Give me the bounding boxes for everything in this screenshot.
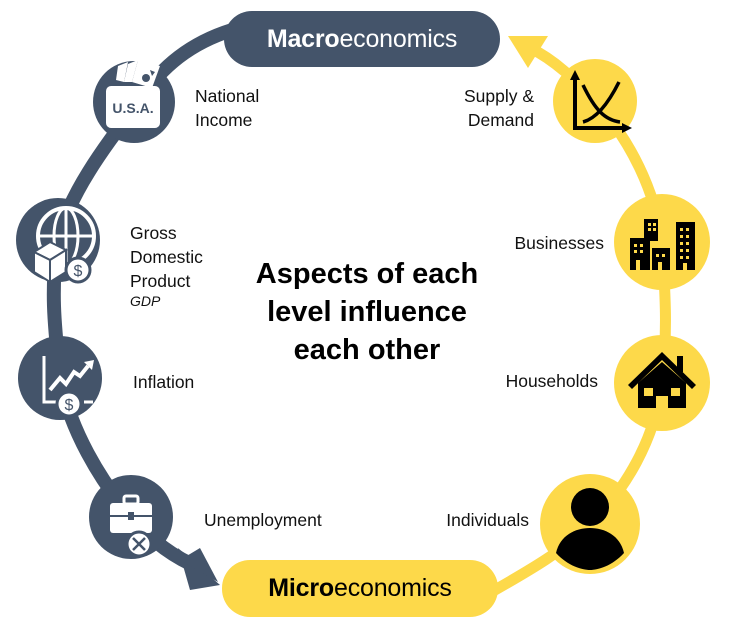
micro-rest-text: economics xyxy=(333,574,452,602)
supply-demand-chart-icon xyxy=(570,70,632,133)
individuals-node xyxy=(540,474,640,574)
svg-text:$: $ xyxy=(74,263,83,280)
gdp-label-group: Gross Domestic Product GDP xyxy=(130,197,203,333)
rising-chart-dollar-icon: $ xyxy=(42,356,94,418)
households-label: Households xyxy=(505,371,598,391)
businesses-label: Businesses xyxy=(514,233,605,253)
national-income-label: National Income xyxy=(195,86,260,130)
unemployment-label: Unemployment xyxy=(204,510,322,530)
micro-bold-text: Micro xyxy=(268,574,334,602)
supply-demand-label: Supply & Demand xyxy=(463,86,534,130)
macro-arrow-head-fill xyxy=(180,548,218,582)
house-icon xyxy=(628,352,696,408)
globe-box-dollar-icon: $ xyxy=(31,206,96,284)
svg-text:U.S.A.: U.S.A. xyxy=(112,100,153,116)
households-node xyxy=(614,335,710,431)
micro-arrow-head xyxy=(508,36,548,68)
businesses-node xyxy=(614,194,710,290)
unemployment-node xyxy=(89,475,173,559)
inflation-node: $ xyxy=(18,336,102,420)
individuals-label: Individuals xyxy=(446,510,529,530)
macro-bold-text: Macro xyxy=(266,24,340,53)
svg-text:$: $ xyxy=(65,397,74,414)
gdp-sublabel: GDP xyxy=(130,293,161,309)
national-income-node: U.S.A. xyxy=(93,60,175,143)
briefcase-x-icon xyxy=(110,494,153,558)
center-caption: Aspects of each level influence each oth… xyxy=(255,258,479,366)
wallet-usa-icon: U.S.A. xyxy=(106,60,160,128)
supply-demand-node xyxy=(553,59,637,143)
buildings-icon xyxy=(630,219,695,270)
gdp-label: Gross Domestic Product xyxy=(130,223,203,291)
gdp-node: $ xyxy=(16,198,100,284)
macro-rest-text: economics xyxy=(339,24,458,53)
inflation-label: Inflation xyxy=(133,372,195,392)
person-icon xyxy=(556,488,624,570)
